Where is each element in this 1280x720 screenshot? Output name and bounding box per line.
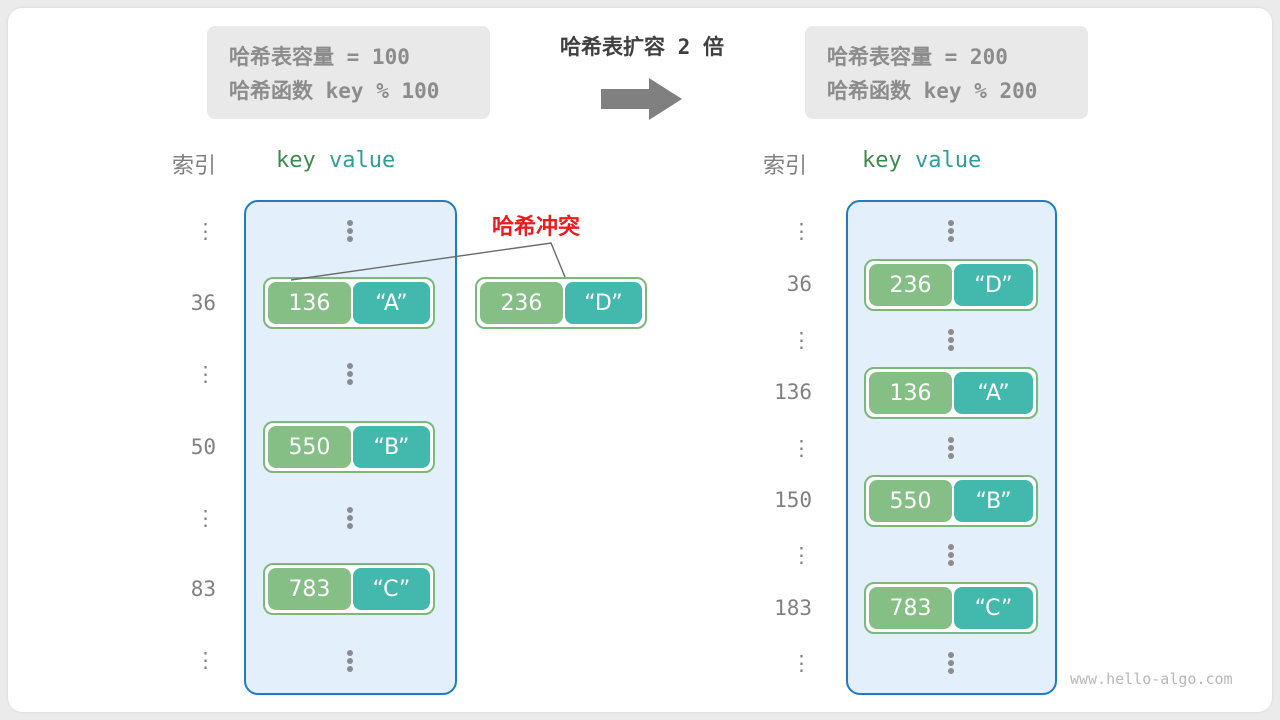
before-info-box: 哈希表容量 = 100 哈希函数 key % 100	[207, 26, 490, 119]
before-hash-function-line: 哈希函数 key % 100	[229, 79, 440, 103]
before-ellipsis-4	[347, 507, 353, 529]
before-index-3: 50	[190, 435, 216, 459]
before-index-5: 83	[190, 577, 216, 601]
right-arrow-icon	[601, 78, 683, 120]
after-index-2: ⋮	[791, 328, 812, 352]
after-ellipsis-4	[948, 437, 954, 459]
diagram-card	[8, 8, 1272, 712]
before-entry-36-value: “A”	[352, 282, 430, 324]
after-index-6: ⋮	[791, 543, 812, 567]
after-index-7: 183	[774, 596, 812, 620]
before-index-0: ⋮	[195, 219, 216, 243]
before-index-2: ⋮	[195, 362, 216, 386]
after-entry-183-value: “C”	[953, 587, 1033, 629]
before-ellipsis-2	[347, 363, 353, 385]
after-hash-function-line: 哈希函数 key % 200	[827, 79, 1038, 103]
collision-label: 哈希冲突	[492, 215, 581, 240]
before-entry-36[interactable]: 136 “A”	[263, 277, 435, 329]
before-index-6: ⋮	[195, 648, 216, 672]
before-key-header: key	[276, 148, 316, 173]
before-index-4: ⋮	[195, 506, 216, 530]
after-ellipsis-0	[948, 220, 954, 242]
before-index-header: 索引	[172, 154, 217, 179]
before-capacity-line: 哈希表容量 = 100	[229, 45, 410, 69]
after-entry-150[interactable]: 550 “B”	[864, 475, 1038, 527]
after-value-header: value	[915, 148, 982, 173]
watermark: www.hello-algo.com	[1070, 670, 1233, 688]
before-entry-50-key: 550	[268, 426, 351, 468]
colliding-entry-key: 236	[480, 282, 563, 324]
before-ellipsis-6	[347, 650, 353, 672]
after-entry-150-key: 550	[869, 480, 952, 522]
after-info-box: 哈希表容量 = 200 哈希函数 key % 200	[805, 26, 1088, 119]
after-entry-136[interactable]: 136 “A”	[864, 367, 1038, 419]
before-entry-50-value: “B”	[352, 426, 430, 468]
after-index-0: ⋮	[791, 219, 812, 243]
before-value-header: value	[329, 148, 396, 173]
after-entry-136-key: 136	[869, 372, 952, 414]
after-index-8: ⋮	[791, 651, 812, 675]
before-keyvalue-header: key value	[276, 148, 395, 173]
after-ellipsis-8	[948, 652, 954, 674]
before-entry-83[interactable]: 783 “C”	[263, 563, 435, 615]
after-entry-150-value: “B”	[953, 480, 1033, 522]
after-index-4: ⋮	[791, 436, 812, 460]
colliding-entry-value: “D”	[564, 282, 642, 324]
after-index-1: 36	[786, 272, 812, 296]
after-entry-36[interactable]: 236 “D”	[864, 259, 1038, 311]
before-entry-50[interactable]: 550 “B”	[263, 421, 435, 473]
before-entry-83-value: “C”	[352, 568, 430, 610]
before-entry-36-key: 136	[268, 282, 351, 324]
after-entry-183-key: 783	[869, 587, 952, 629]
before-index-1: 36	[190, 291, 216, 315]
before-ellipsis-0	[347, 220, 353, 242]
after-entry-36-value: “D”	[953, 264, 1033, 306]
after-index-5: 150	[774, 488, 812, 512]
after-entry-183[interactable]: 783 “C”	[864, 582, 1038, 634]
colliding-entry[interactable]: 236 “D”	[475, 277, 647, 329]
after-index-3: 136	[774, 380, 812, 404]
after-entry-36-key: 236	[869, 264, 952, 306]
operation-title: 哈希表扩容 2 倍	[560, 35, 724, 59]
after-ellipsis-2	[948, 329, 954, 351]
after-keyvalue-header: key value	[862, 148, 981, 173]
after-index-header: 索引	[763, 154, 808, 179]
after-entry-136-value: “A”	[953, 372, 1033, 414]
before-entry-83-key: 783	[268, 568, 351, 610]
after-ellipsis-6	[948, 544, 954, 566]
after-key-header: key	[862, 148, 902, 173]
after-capacity-line: 哈希表容量 = 200	[827, 45, 1008, 69]
